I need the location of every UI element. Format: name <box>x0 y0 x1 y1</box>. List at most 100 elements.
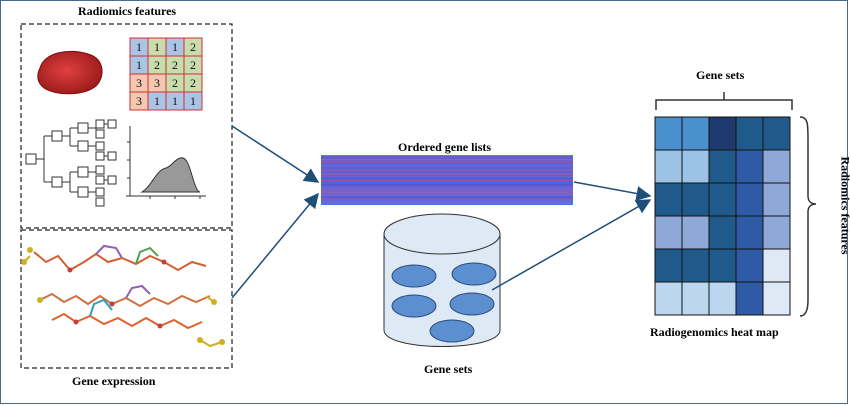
gene-list-stripe <box>321 171 573 173</box>
heatmap-cell <box>735 248 764 283</box>
heatmap-cell <box>735 215 764 250</box>
matrix-cell-value: 2 <box>190 40 196 54</box>
heatmap-cell <box>735 281 764 316</box>
radiomics-features-side-title: Radiomics features <box>838 156 850 255</box>
gene-list-stripe <box>321 194 573 196</box>
heatmap-cell <box>681 149 710 184</box>
gene-list-stripe <box>321 175 573 177</box>
matrix-cell-value: 3 <box>136 76 142 90</box>
gene-list-stripe <box>321 198 573 200</box>
heatmap-cell <box>708 182 737 217</box>
heatmap-cell <box>762 248 791 283</box>
dna-structure-image <box>21 244 225 348</box>
matrix-cell-value: 3 <box>154 76 160 90</box>
matrix-cell-value: 1 <box>190 94 196 108</box>
gene-list-stripe <box>321 186 573 188</box>
heatmap-cell <box>708 116 737 151</box>
matrix-cell-value: 2 <box>172 58 178 72</box>
gene-sets-heatmap-title: Gene sets <box>696 68 745 82</box>
matrix-cell-value: 1 <box>154 40 160 54</box>
arrow-ordered-to-heatmap <box>573 181 652 201</box>
arrow-gene-expression-to-ordered <box>231 192 319 299</box>
heatmap-cell <box>762 182 791 217</box>
gene-list-stripe <box>321 165 573 167</box>
gene-set-ellipse <box>391 264 437 288</box>
gene-set-ellipse <box>449 292 495 316</box>
gene-list-stripe <box>321 155 573 157</box>
heatmap-cell <box>681 215 710 250</box>
heatmap-cell <box>762 149 791 184</box>
tree-diagram <box>25 119 117 207</box>
gene-set-ellipse <box>451 262 497 286</box>
heatmap-cell <box>681 182 710 217</box>
ordered-gene-lists-title: Ordered gene lists <box>398 140 492 154</box>
gene-set-ellipse <box>391 294 437 318</box>
gene-list-stripe <box>321 163 573 165</box>
gene-list-stripe <box>321 184 573 186</box>
heatmap-cell <box>681 248 710 283</box>
arrow-genesets-to-heatmap <box>491 199 652 291</box>
gene-list-stripe <box>321 202 573 205</box>
radiomics-features-brace <box>799 116 817 317</box>
gene-sets-database <box>383 213 501 347</box>
gene-list-stripe <box>321 190 573 192</box>
gene-list-stripe <box>321 167 573 169</box>
heatmap-cell <box>654 182 683 217</box>
gene-set-ellipse <box>429 319 475 343</box>
gene-expression-title: Gene expression <box>72 374 156 388</box>
gene-expression-panel <box>20 229 233 369</box>
matrix-cell-value: 3 <box>136 94 142 108</box>
matrix-cell-value: 1 <box>136 40 142 54</box>
gene-list-stripe <box>321 161 573 163</box>
gene-list-stripe <box>321 157 573 159</box>
matrix-cell <box>183 91 203 111</box>
heatmap-cell <box>654 215 683 250</box>
matrix-cell-value: 2 <box>172 76 178 90</box>
gene-sets-db-title: Gene sets <box>424 362 473 376</box>
heatmap-cell <box>762 116 791 151</box>
heatmap-cell <box>708 149 737 184</box>
matrix-cell-value: 2 <box>154 58 160 72</box>
heatmap-cell <box>708 281 737 316</box>
arrow-radiomics-to-ordered <box>231 125 320 183</box>
matrix-cell-value: 1 <box>136 58 142 72</box>
gene-list-stripe <box>321 177 573 180</box>
gene-list-stripe <box>321 200 573 202</box>
heatmap-cell <box>762 215 791 250</box>
matrix-cell-value: 2 <box>190 76 196 90</box>
ordered-gene-lists-image <box>321 155 573 205</box>
heatmap-cell <box>735 116 764 151</box>
gene-list-stripe <box>321 173 573 175</box>
radiogenomics-heat-map <box>654 116 791 316</box>
heatmap-cell <box>735 149 764 184</box>
matrix-cell-value: 1 <box>172 40 178 54</box>
heatmap-cell <box>681 281 710 316</box>
gene-list-stripe <box>321 179 573 182</box>
gene-list-stripe <box>321 169 573 171</box>
heatmap-cell <box>708 215 737 250</box>
tumor-image <box>37 50 103 95</box>
matrix-cell-value: 1 <box>172 94 178 108</box>
gene-list-stripe <box>321 182 573 184</box>
heatmap-cell <box>654 248 683 283</box>
heatmap-cell <box>654 116 683 151</box>
heatmap-cell <box>654 149 683 184</box>
radiomics-features-title: Radiomics features <box>78 4 177 18</box>
gene-list-stripe <box>321 188 573 190</box>
matrix-cell-value: 2 <box>190 58 196 72</box>
density-plot <box>126 126 206 199</box>
heatmap-cell <box>735 182 764 217</box>
gene-sets-bracket <box>655 92 793 110</box>
matrix-cell-value: 1 <box>154 94 160 108</box>
radiogenomics-heat-map-title: Radiogenomics heat map <box>650 325 779 339</box>
heatmap-cell <box>681 116 710 151</box>
gene-list-stripe <box>321 196 573 198</box>
heatmap-cell <box>654 281 683 316</box>
gene-list-stripe <box>321 192 573 194</box>
gene-list-stripe <box>321 159 573 161</box>
heatmap-cell <box>708 248 737 283</box>
heatmap-cell <box>762 281 791 316</box>
